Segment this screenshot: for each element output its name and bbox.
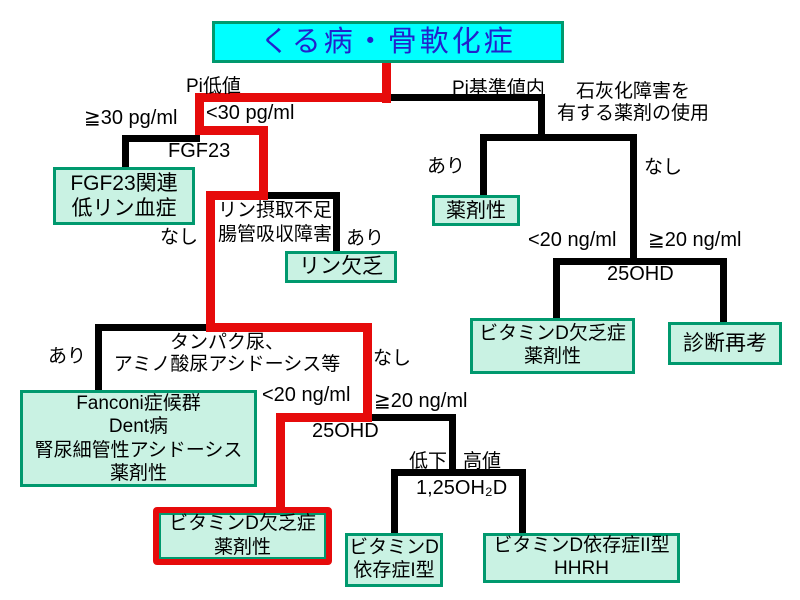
edge-label-intake-yes: あり [346,228,385,249]
connector-proteinuria-yes-vertical [95,324,102,390]
connector-ohd-right-high-vertical [720,258,727,322]
node-vitd-deficiency-main-inner: ビタミンD欠乏症 薬剤性 [159,513,326,559]
edge-label-fgf23-axis: FGF23 [168,140,231,162]
edge-label-calc-yes: あり [427,156,466,177]
node-line: ビタミンD欠乏症 [169,513,316,535]
edge-label-ohd-right-low: <20 ng/ml [528,229,617,251]
connector-pi-normal-vertical [538,94,545,140]
connector-intake-horizontal [206,191,268,200]
connector-intake-yes-horizontal [268,192,340,199]
edge-label-intake-no: なし [160,227,199,248]
node-vitd-deficiency-right: ビタミンD欠乏症 薬剤性 [470,318,635,374]
node-line: Dent病 [108,416,169,438]
node-line: ビタミンD依存症II型 [493,535,670,557]
node-line: Fanconi症候群 [76,392,201,414]
edge-label-ohd-right-axis: 25OHD [607,263,674,285]
connector-proteinuria-no-horizontal [206,323,372,332]
connector-d125-high-vertical [519,469,526,533]
edge-label-fgf23-high: ≧30 pg/ml [84,107,178,129]
connector-pi-normal-horizontal [391,94,545,101]
connector-intake-no-vertical [206,191,215,332]
node-line: FGF23関連 [70,171,178,195]
connector-d125-split [395,469,526,476]
connector-d125-low-vertical [391,469,398,533]
node-vitd-dependency-type2: ビタミンD依存症II型 HHRH [483,533,680,583]
edge-label-d125-axis: 1,25OH₂D [416,477,508,499]
node-line: 薬剤性 [523,346,581,367]
connector-ohd-right-low-vertical [553,258,560,318]
edge-label-proteinuria-no: なし [373,348,412,369]
node-line: ビタミンD [349,537,439,559]
edge-label-ohd-mid-axis: 25OHD [312,420,379,442]
node-line: ビタミンD欠乏症 [479,323,626,345]
edge-label-pi-low: Pi低値 [186,76,241,97]
connector-ohd-mid-low-vertical [276,413,285,509]
node-line: 診断再考 [683,331,767,355]
node-line: 依存症I型 [353,560,435,581]
edge-label-intake-line1: リン摂取不足 [217,200,332,221]
connector-fgf23-low-vertical [259,126,268,200]
node-line: 薬剤性 [213,537,271,558]
edge-label-proteinuria-line2: アミノ酸尿アシドーシス等 [113,354,341,375]
edge-label-proteinuria: タンパク尿、 アミノ酸尿アシドーシス等 [105,332,349,376]
node-drug-induced: 薬剤性 [432,195,520,226]
connector-proteinuria-yes-horizontal [95,324,206,331]
edge-label-pi-normal: Pi基準値内 [452,78,545,99]
connector-ohd-mid-low-horizontal [276,413,372,422]
connector-fgf23-low-horizontal [195,126,268,135]
node-title: くる病・骨軟化症 [212,21,564,63]
connector-calc-yes-vertical [480,134,487,195]
connector-fgf23-high-horizontal [122,135,200,142]
edge-label-intake-line2: 腸管吸収障害 [217,224,332,245]
edge-label-ohd-right-high: ≧20 ng/ml [648,229,742,251]
edge-label-calc-no: なし [644,157,683,178]
edge-label-d125-high: 高値 [463,451,502,472]
edge-label-ohd-mid-high: ≧20 ng/ml [374,390,468,412]
node-vitd-deficiency-main-highlighted: ビタミンD欠乏症 薬剤性 [153,507,332,565]
node-line: 腎尿細管性アシドーシス [34,439,243,461]
connector-ohd-mid-high-vertical [449,414,456,472]
edge-label-fgf23-low: <30 pg/ml [206,102,295,124]
edge-label-calcification-line2: 有する薬剤の使用 [556,103,709,124]
connector-ohd-right-split [553,258,727,265]
connector-calc-no-vertical [630,134,637,260]
node-line: HHRH [554,558,609,579]
node-fanconi-group: Fanconi症候群 Dent病 腎尿細管性アシドーシス 薬剤性 [20,390,257,487]
connector-title-drop [382,60,391,103]
edge-label-ohd-mid-low: <20 ng/ml [262,384,351,406]
connector-pi-low-vertical [195,93,204,135]
connector-calcification-split [480,134,637,141]
connector-intake-yes-vertical [333,192,340,251]
node-rediagnosis: 診断再考 [668,322,782,365]
node-line: 薬剤性 [446,199,506,222]
edge-label-d125-low: 低下 [409,451,448,472]
edge-label-calcification-line1: 石灰化障害を [575,81,690,102]
node-line: 薬剤性 [109,462,167,484]
edge-label-calcification: 石灰化障害を 有する薬剤の使用 [548,81,718,125]
connector-proteinuria-no-vertical [363,323,372,422]
node-title-label: くる病・骨軟化症 [260,25,516,58]
node-line: リン欠乏 [299,255,383,279]
connector-ohd-mid-high-horizontal [372,414,456,421]
edge-label-proteinuria-line1: タンパク尿、 [169,332,284,353]
node-line: 低リン血症 [71,197,177,220]
node-fgf23-related-hypophosphatemia: FGF23関連 低リン血症 [53,167,195,225]
node-vitd-dependency-type1: ビタミンD 依存症I型 [345,533,443,587]
connector-fgf23-high-vertical [122,135,129,168]
connector-pi-low-horizontal [195,93,391,102]
edge-label-proteinuria-yes: あり [48,346,87,367]
node-phosphate-deficiency: リン欠乏 [285,251,397,283]
edge-label-intake: リン摂取不足 腸管吸収障害 [211,199,339,247]
